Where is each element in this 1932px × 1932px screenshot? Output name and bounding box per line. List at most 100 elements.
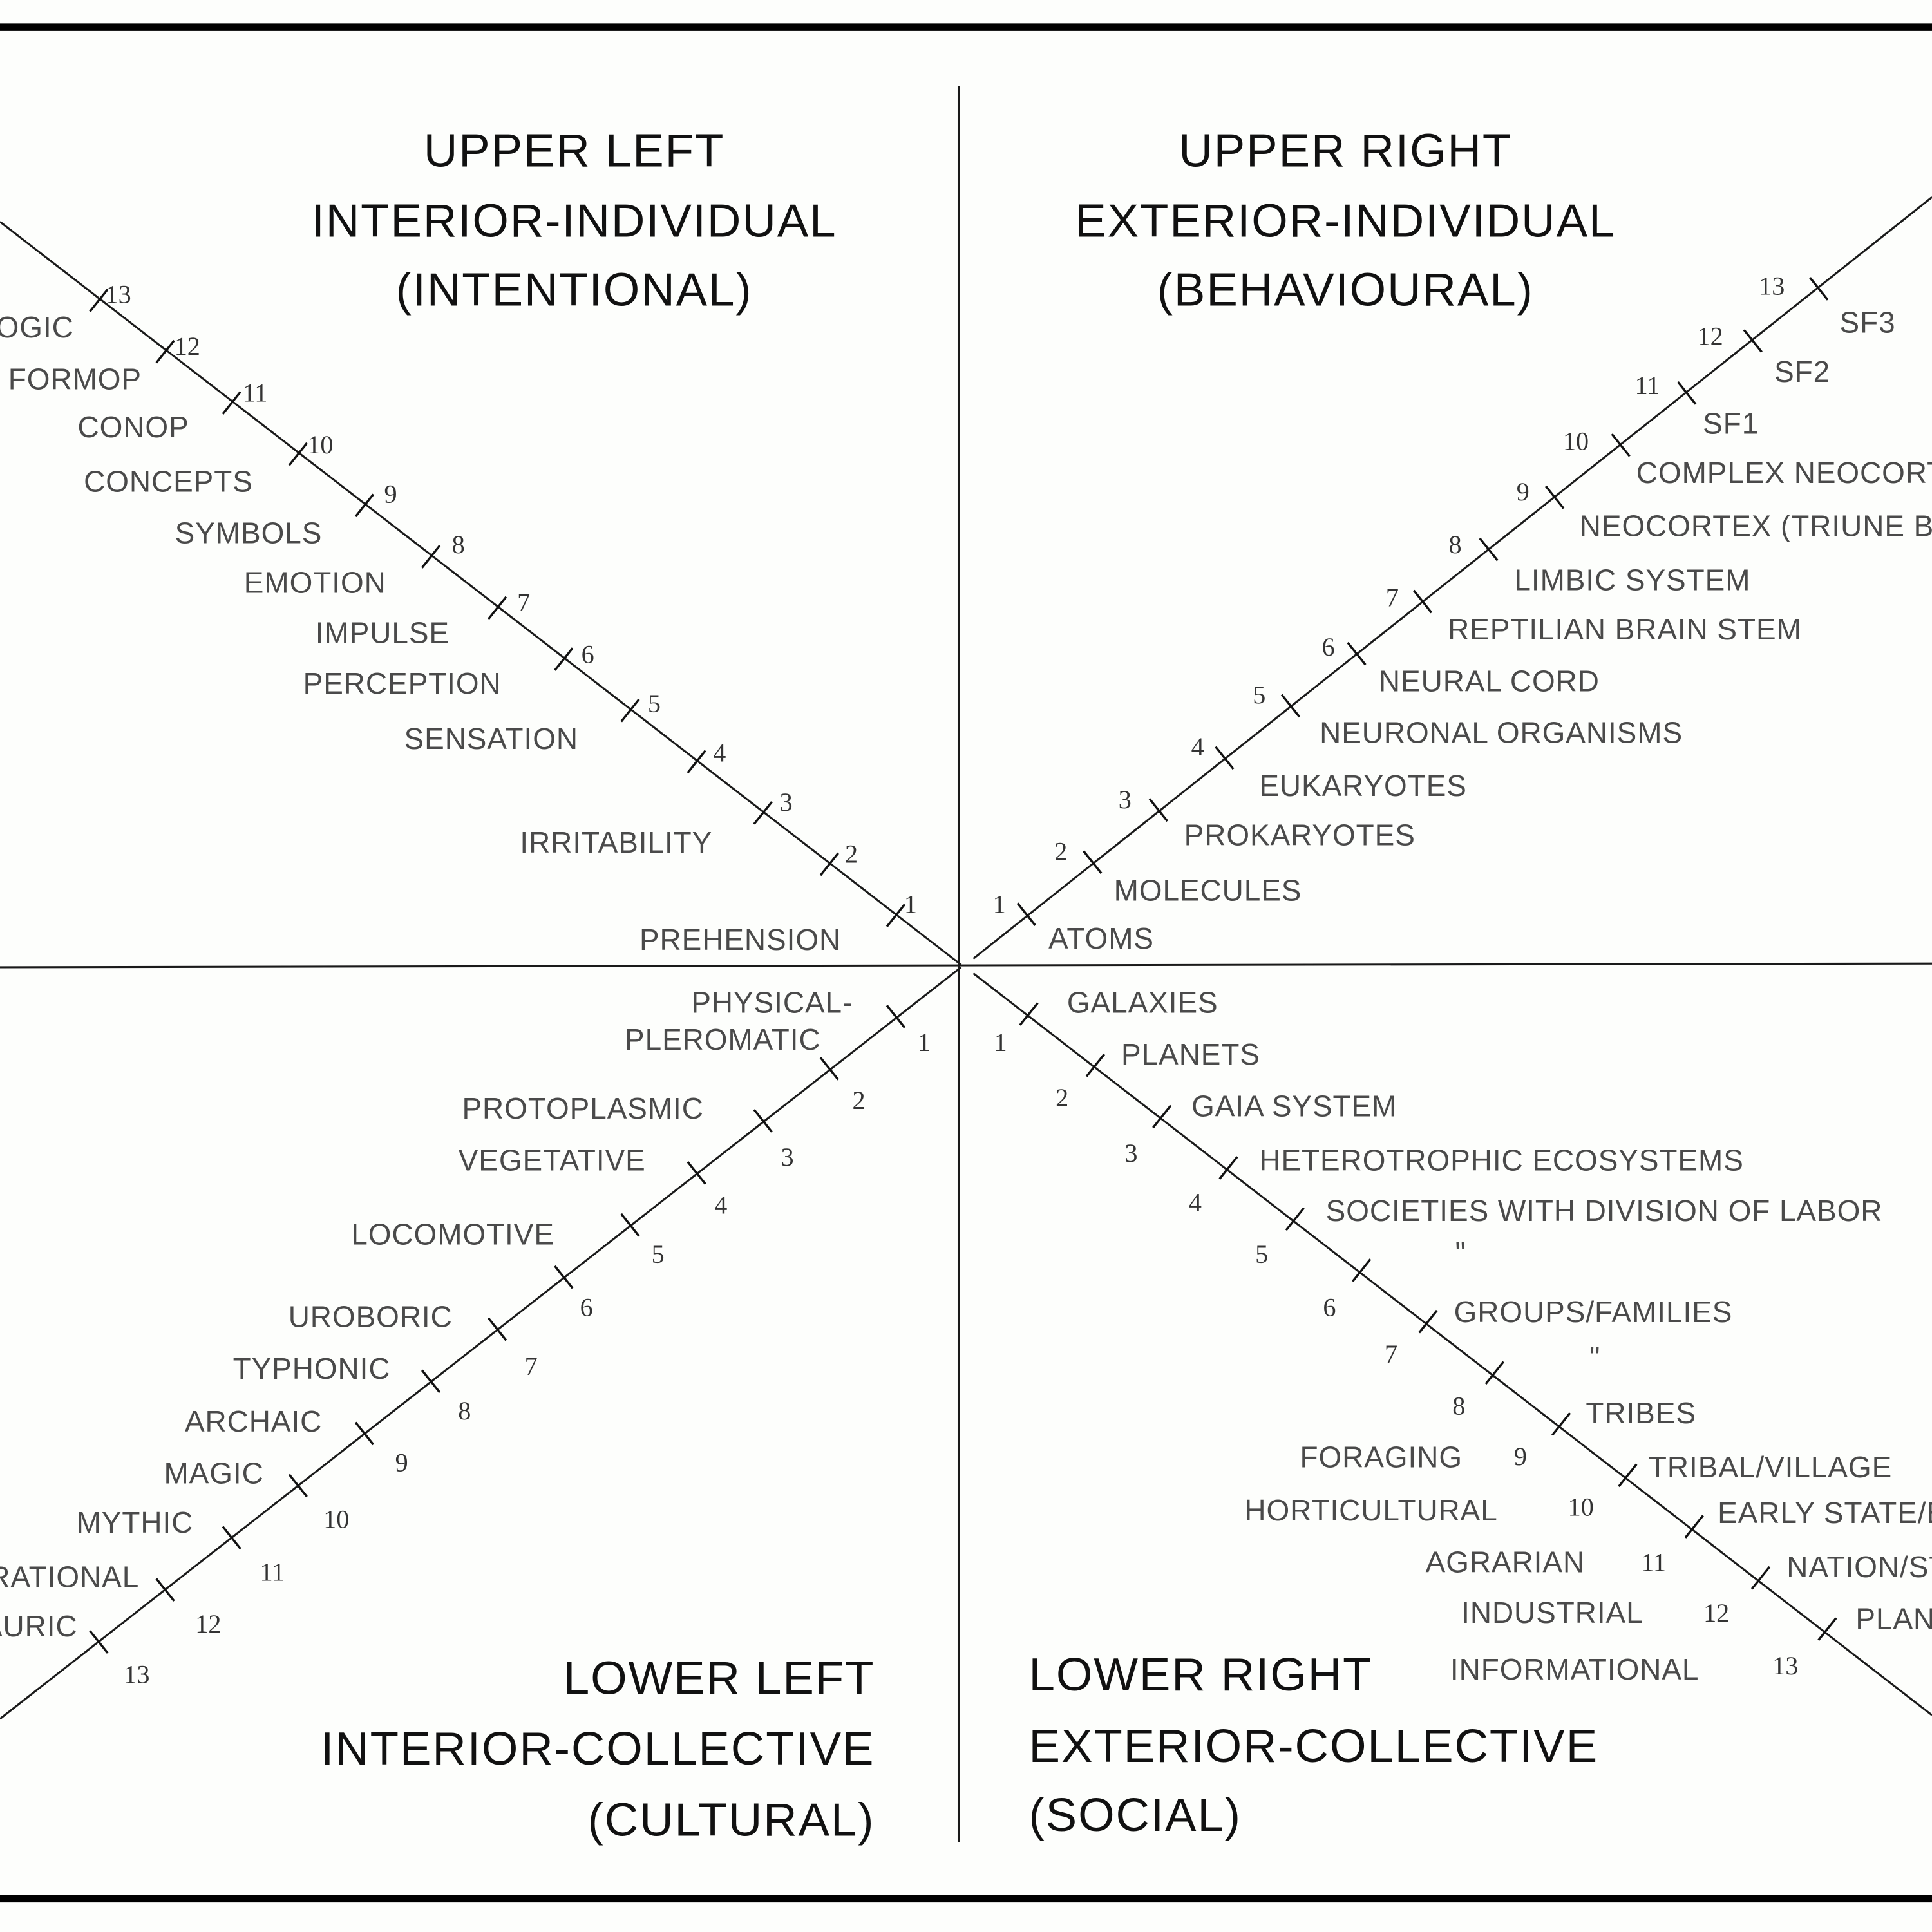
upper-left-stage-number: 5 [648,689,661,718]
lower-left-stage-number: 12 [195,1609,221,1638]
upper-left-stage-number: 12 [175,332,200,361]
upper-right-tick-mark [1148,798,1168,822]
lower-left-tick-mark [421,1369,441,1394]
upper-right-stage-number: 2 [1054,837,1067,866]
upper-right-tick-mark [1545,485,1565,509]
lower-right-stage-number: 3 [1124,1139,1137,1168]
upper-right-stage-label: SF1 [1703,406,1759,440]
diagram-content: 12345678910111213PREHENSIONIRRITABILITYS… [0,124,1932,1846]
lower-right-stage-label: GROUPS/FAMILIES [1454,1295,1733,1329]
lower-left-heading: (CULTURAL) [588,1794,875,1846]
upper-left-stage-label: IMPULSE [316,616,450,650]
upper-left-stage-label: EMOTION [244,565,386,599]
lower-right-tick-mark [1218,1156,1238,1180]
lower-right-tick-mark [1750,1566,1771,1590]
upper-left-tick-mark [155,339,175,364]
lower-left-tick-mark [288,1473,308,1498]
lower-right-stage-number: 8 [1452,1391,1465,1420]
lower-right-stage-label: HORTICULTURAL [1244,1493,1497,1527]
upper-left-tick-mark [354,493,375,518]
upper-right-tick-mark [1016,902,1036,926]
lower-left-stage-label: PROTOPLASMIC [462,1092,703,1125]
upper-left-stage-number: 11 [243,379,268,408]
upper-right-stage-label: SF3 [1840,306,1896,339]
upper-right-tick-mark [1280,694,1301,718]
upper-right-stage-number: 13 [1759,271,1785,300]
upper-right-tick-mark [1347,641,1367,666]
lower-right-stage-number: 4 [1189,1188,1202,1217]
upper-right-stage-label: NEURONAL ORGANISMS [1320,716,1683,750]
upper-left-stage-number: 13 [106,280,131,309]
lower-left-tick-mark [155,1578,175,1602]
upper-right-tick-mark [1215,746,1235,770]
lower-right-stage-label: INDUSTRIAL [1461,1596,1643,1629]
upper-left-stage-label: PREHENSION [639,923,841,956]
lower-right-heading: LOWER RIGHT [1029,1649,1373,1701]
upper-left-stage-number: 1 [904,890,917,919]
upper-left-tick-mark [554,647,574,671]
lower-left-stage-label: VEGETATIVE [459,1144,646,1177]
upper-left-tick-mark [421,545,441,569]
upper-right-tick-mark [1677,381,1697,405]
lower-left-stage-label: CENTAURIC [0,1609,78,1643]
lower-right-tick-mark [1085,1053,1106,1077]
lower-left-stage-label: ARCHAIC [185,1405,322,1438]
upper-right-stage-number: 4 [1191,732,1204,761]
lower-right-stage-number: 11 [1641,1548,1666,1577]
lower-right-stage-label: " [1455,1236,1466,1269]
lower-right-stage-label: EARLY STATE/EMPIRE [1718,1496,1932,1530]
upper-right-tick-mark [1083,850,1103,875]
lower-left-tick-mark [89,1630,109,1654]
upper-left-tick-mark [488,596,507,620]
lower-right-stage-number: 2 [1056,1083,1068,1112]
lower-right-stage-label: FORAGING [1300,1441,1463,1474]
upper-left-stage-label: IRRITABILITY [520,826,712,859]
upper-left-stage-number: 2 [845,839,858,868]
horizontal-axis [0,962,1932,969]
lower-right-stage-label: SOCIETIES WITH DIVISION OF LABOR [1326,1194,1883,1227]
lower-left-stage-label: LOCOMOTIVE [351,1217,554,1251]
upper-left-tick-mark [620,698,640,723]
upper-left-tick-mark [753,801,773,825]
lower-right-heading: (SOCIAL) [1029,1789,1242,1841]
lower-right-stage-label: TRIBAL/VILLAGE [1649,1450,1892,1484]
lower-right-stage-label: TRIBES [1586,1396,1696,1430]
upper-left-heading: INTERIOR-INDIVIDUAL [312,194,837,247]
upper-right-stage-label: SF2 [1774,355,1830,388]
lower-right-stage-label: PLANETS [1121,1037,1260,1071]
lower-right-stage-label: HETEROTROPHIC ECOSYSTEMS [1259,1144,1743,1177]
upper-right-stage-number: 5 [1253,680,1265,709]
upper-right-tick-mark [1611,433,1631,457]
upper-right-stage-label: MOLECULES [1114,874,1302,907]
lower-left-stage-label: PHYSICAL- [691,986,853,1019]
lower-right-stage-number: 10 [1568,1492,1594,1521]
lower-left-stage-number: 9 [395,1448,408,1477]
upper-right-stage-number: 10 [1563,426,1589,455]
upper-right-stage-label: LIMBIC SYSTEM [1514,563,1750,596]
upper-right-stage-number: 11 [1635,371,1660,400]
lower-left-stage-number: 13 [124,1660,149,1689]
upper-right-stage-number: 7 [1386,583,1399,612]
upper-left-stage-number: 4 [713,738,726,767]
upper-right-stage-label: REPTILIAN BRAIN STEM [1448,612,1802,646]
upper-left-tick-mark [89,289,109,312]
lower-right-tick-mark [1551,1412,1571,1436]
lower-right-tick-mark [1484,1361,1504,1385]
upper-left-tick-mark [687,750,706,774]
upper-left-stage-label: LOGIC [0,310,74,344]
upper-right-stage-number: 9 [1517,477,1530,506]
upper-right-stage-number: 3 [1119,785,1132,814]
lower-right-tick-mark [1352,1258,1372,1282]
upper-left-stage-number: 8 [452,530,465,559]
lower-right-stage-number: 5 [1255,1240,1268,1269]
upper-right-diagonal [972,196,1932,960]
upper-right-tick-mark [1743,329,1763,353]
lower-right-stage-number: 1 [994,1028,1007,1057]
upper-left-stage-label: SYMBOLS [175,516,323,550]
lower-left-tick-mark [488,1317,507,1341]
lower-left-tick-mark [222,1526,242,1550]
lower-right-stage-number: 6 [1323,1293,1336,1321]
lower-left-stage-label: UROBORIC [289,1300,453,1334]
lower-right-stage-number: 12 [1703,1598,1729,1627]
